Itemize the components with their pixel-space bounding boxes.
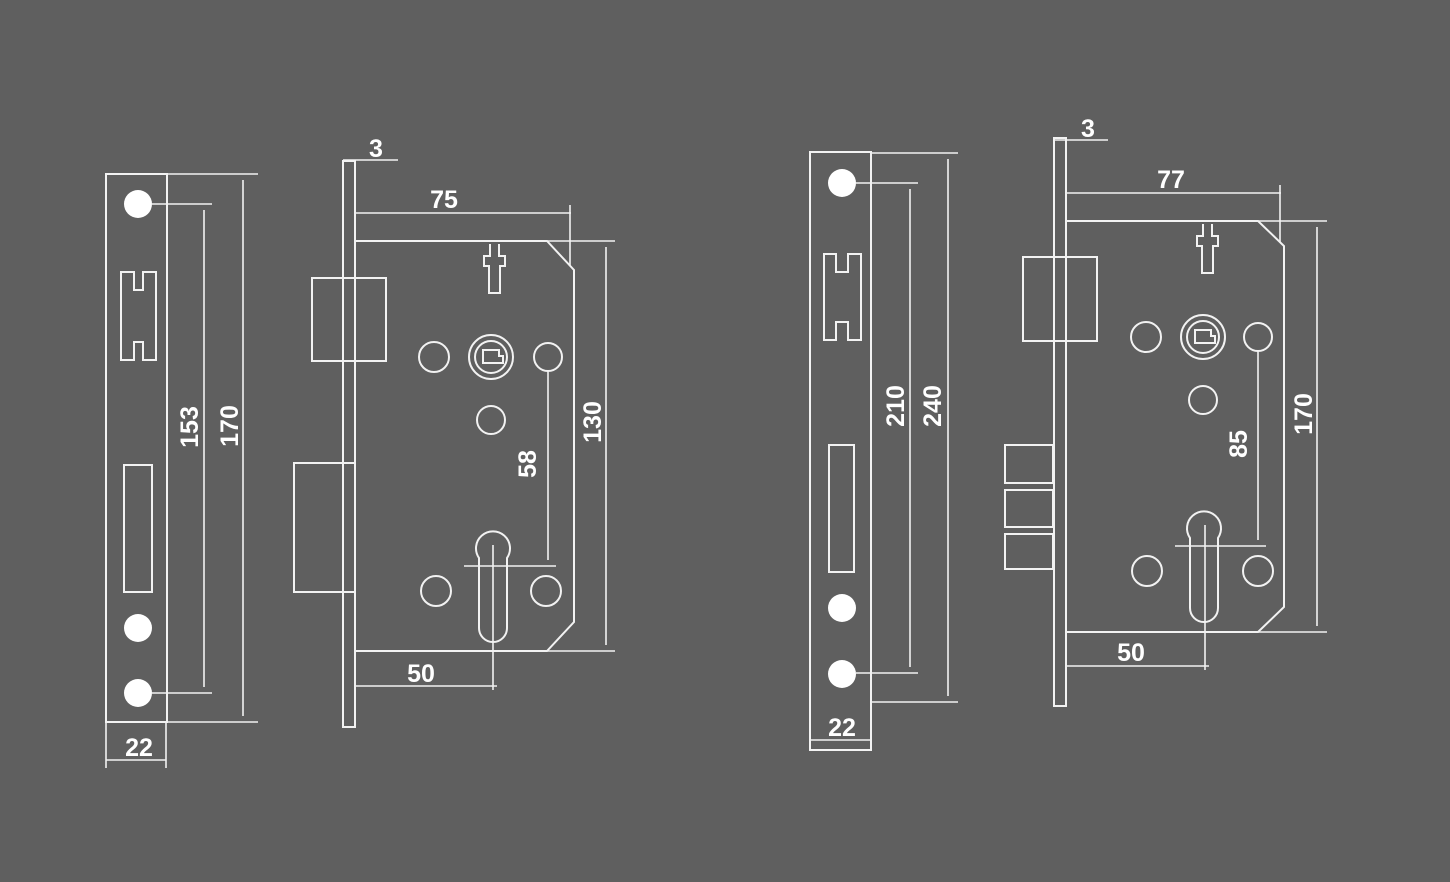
left-screw-hole-upper-right (533, 342, 563, 372)
right-spindle-hub-outer (1180, 314, 1226, 360)
right-mounting-slot (1196, 224, 1219, 274)
right-faceplate-screw-hole-bottom (828, 660, 856, 688)
right-screw-hole-middle (1188, 385, 1218, 415)
right-latch-bolt (1022, 256, 1098, 342)
right-lock-body-side-view: 3 77 170 85 50 (1004, 115, 1327, 707)
right-faceplate-outline (809, 151, 872, 751)
right-case-height-label: 170 (1290, 393, 1318, 435)
left-faceplate-screw-hole-mid (124, 614, 152, 642)
left-body-faceplate-edge (342, 160, 356, 728)
right-faceplate-deadbolt-opening (828, 444, 855, 573)
left-faceplate-deadbolt-opening (123, 464, 153, 593)
left-lock-body-side-view: 3 75 130 58 50 (293, 135, 615, 728)
right-deadbolt-tier-3 (1004, 533, 1054, 570)
right-deadbolt-tier-1 (1004, 444, 1054, 484)
right-faceplate-height-label: 240 (919, 385, 947, 427)
left-backset-label: 50 (407, 660, 435, 688)
left-faceplate-outline (105, 173, 168, 723)
left-faceplate-screw-hole-bottom (124, 679, 152, 707)
right-faceplate-latch-opening (823, 253, 862, 341)
right-screw-hole-upper-right (1243, 322, 1273, 352)
right-screw-hole-lower-right (1242, 555, 1274, 587)
left-faceplate-height-label: 170 (216, 405, 244, 447)
right-faceplate-thickness-label: 3 (1081, 115, 1095, 143)
left-center-distance-label: 58 (514, 450, 542, 478)
left-screw-hole-upper-left (418, 341, 450, 373)
right-cylinder-profile (1186, 510, 1222, 623)
left-hole-spacing-label: 153 (176, 406, 204, 448)
left-case-height-label: 130 (579, 401, 607, 443)
right-screw-hole-upper-left (1130, 321, 1162, 353)
right-center-distance-label: 85 (1225, 430, 1253, 458)
right-faceplate-width-label: 22 (828, 714, 856, 742)
left-spindle-hub-inner (474, 340, 508, 374)
left-faceplate-front-view: 22 153 170 (105, 173, 258, 768)
right-backset-label: 50 (1117, 639, 1145, 667)
left-cylinder-profile (475, 530, 511, 643)
left-spindle-square (482, 349, 504, 364)
left-spindle-hub-outer (468, 334, 514, 380)
right-faceplate-front-view: 22 210 240 (809, 151, 958, 751)
right-body-faceplate-edge (1053, 137, 1067, 707)
left-screw-hole-lower-left (420, 575, 452, 607)
right-screw-hole-lower-left (1131, 555, 1163, 587)
right-deadbolt-tier-2 (1004, 489, 1054, 528)
left-backset-overall-label: 75 (430, 186, 458, 214)
left-screw-hole-lower-right (530, 575, 562, 607)
right-faceplate-screw-hole-mid (828, 594, 856, 622)
left-latch-bolt (311, 277, 387, 362)
left-faceplate-width-label: 22 (125, 734, 153, 762)
right-spindle-square (1194, 329, 1216, 344)
left-screw-hole-middle (476, 405, 506, 435)
left-faceplate-latch-opening (120, 271, 157, 361)
right-spindle-hub-inner (1186, 320, 1220, 354)
left-mounting-slot (483, 244, 506, 294)
right-faceplate-screw-hole-top (828, 169, 856, 197)
left-deadbolt (293, 462, 344, 593)
left-body-case-outline (355, 240, 575, 652)
right-body-case-outline (1066, 220, 1285, 633)
right-hole-spacing-label: 210 (882, 385, 910, 427)
right-backset-overall-label: 77 (1157, 166, 1185, 194)
left-faceplate-screw-hole-top (124, 190, 152, 218)
left-faceplate-thickness-label: 3 (369, 135, 383, 163)
